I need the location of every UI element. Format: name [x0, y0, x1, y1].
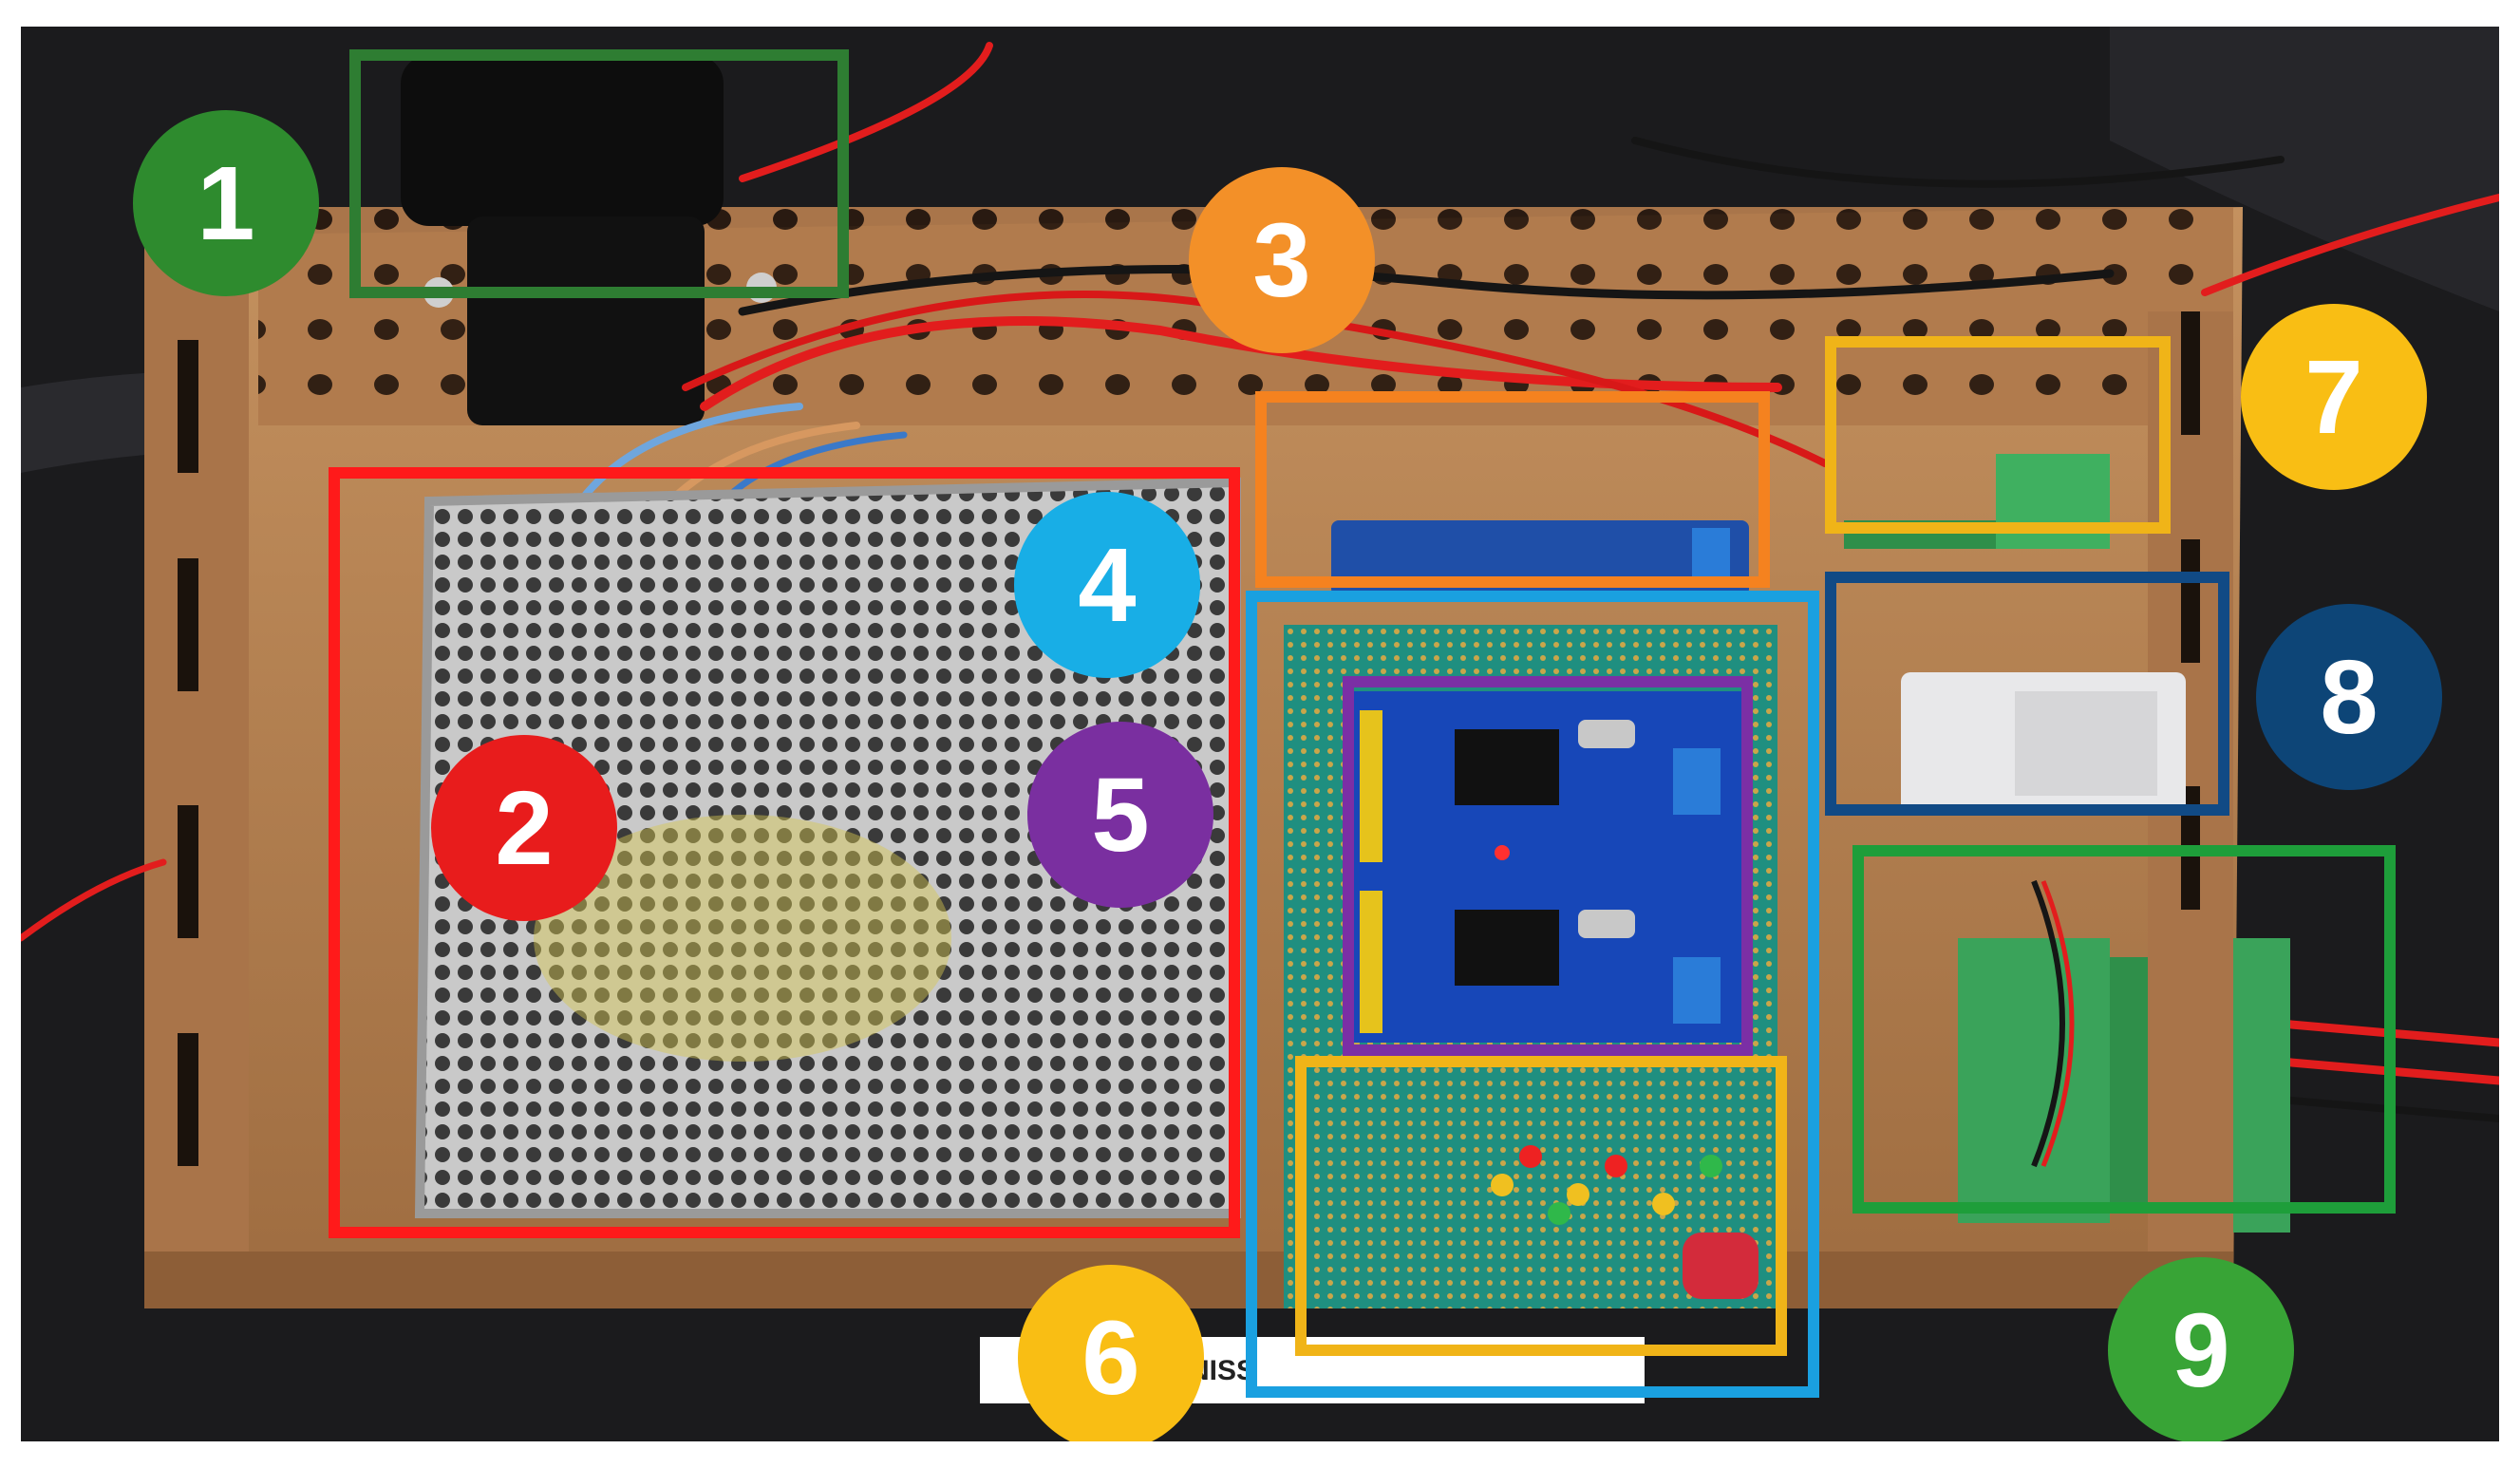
callout-circle	[2256, 604, 2442, 790]
white-connector	[1901, 672, 2186, 815]
region-outline-4	[1246, 591, 1819, 1398]
callout-number: 4	[1078, 527, 1136, 644]
region-outline-5	[1343, 676, 1753, 1056]
region-outline-2	[329, 467, 1240, 1238]
callout-number: 9	[2172, 1292, 2229, 1409]
callout-number: 3	[1252, 202, 1310, 319]
callout-number: 6	[1081, 1300, 1139, 1417]
callout-number: 5	[1091, 757, 1149, 874]
terminal-blocks	[1958, 879, 2290, 1233]
callout-circle	[2241, 304, 2427, 490]
region-outline-8	[1825, 572, 2229, 816]
callout-9: 9	[2108, 1257, 2294, 1441]
callout-circle	[133, 110, 319, 296]
callout-6: 6	[1018, 1265, 1204, 1441]
callout-number: 8	[2320, 639, 2378, 756]
power-supply-unit	[414, 477, 1241, 1218]
callout-number: 7	[2304, 339, 2362, 456]
callout-circle	[2108, 1257, 2294, 1441]
callout-4: 4	[1014, 492, 1200, 678]
region-outline-9	[1852, 845, 2396, 1214]
callout-circle	[431, 735, 617, 921]
region-outline-7	[1825, 336, 2171, 534]
callout-8: 8	[2256, 604, 2442, 790]
callout-circle	[1018, 1265, 1204, 1441]
region-outline-6	[1295, 1056, 1787, 1356]
callout-5: 5	[1027, 722, 1213, 908]
callout-circle	[1027, 722, 1213, 908]
callout-1: 1	[133, 110, 319, 296]
callout-2: 2	[431, 735, 617, 921]
callout-circle	[1014, 492, 1200, 678]
main-pcb	[1284, 625, 1777, 1308]
callout-circle	[1189, 167, 1375, 353]
region-outline-1	[349, 49, 849, 298]
callout-number: 2	[495, 770, 553, 887]
callout-7: 7	[2241, 304, 2427, 490]
callout-number: 1	[197, 145, 254, 262]
callout-3: 3	[1189, 167, 1375, 353]
region-outline-3	[1255, 391, 1770, 588]
power-inlet	[401, 55, 777, 425]
